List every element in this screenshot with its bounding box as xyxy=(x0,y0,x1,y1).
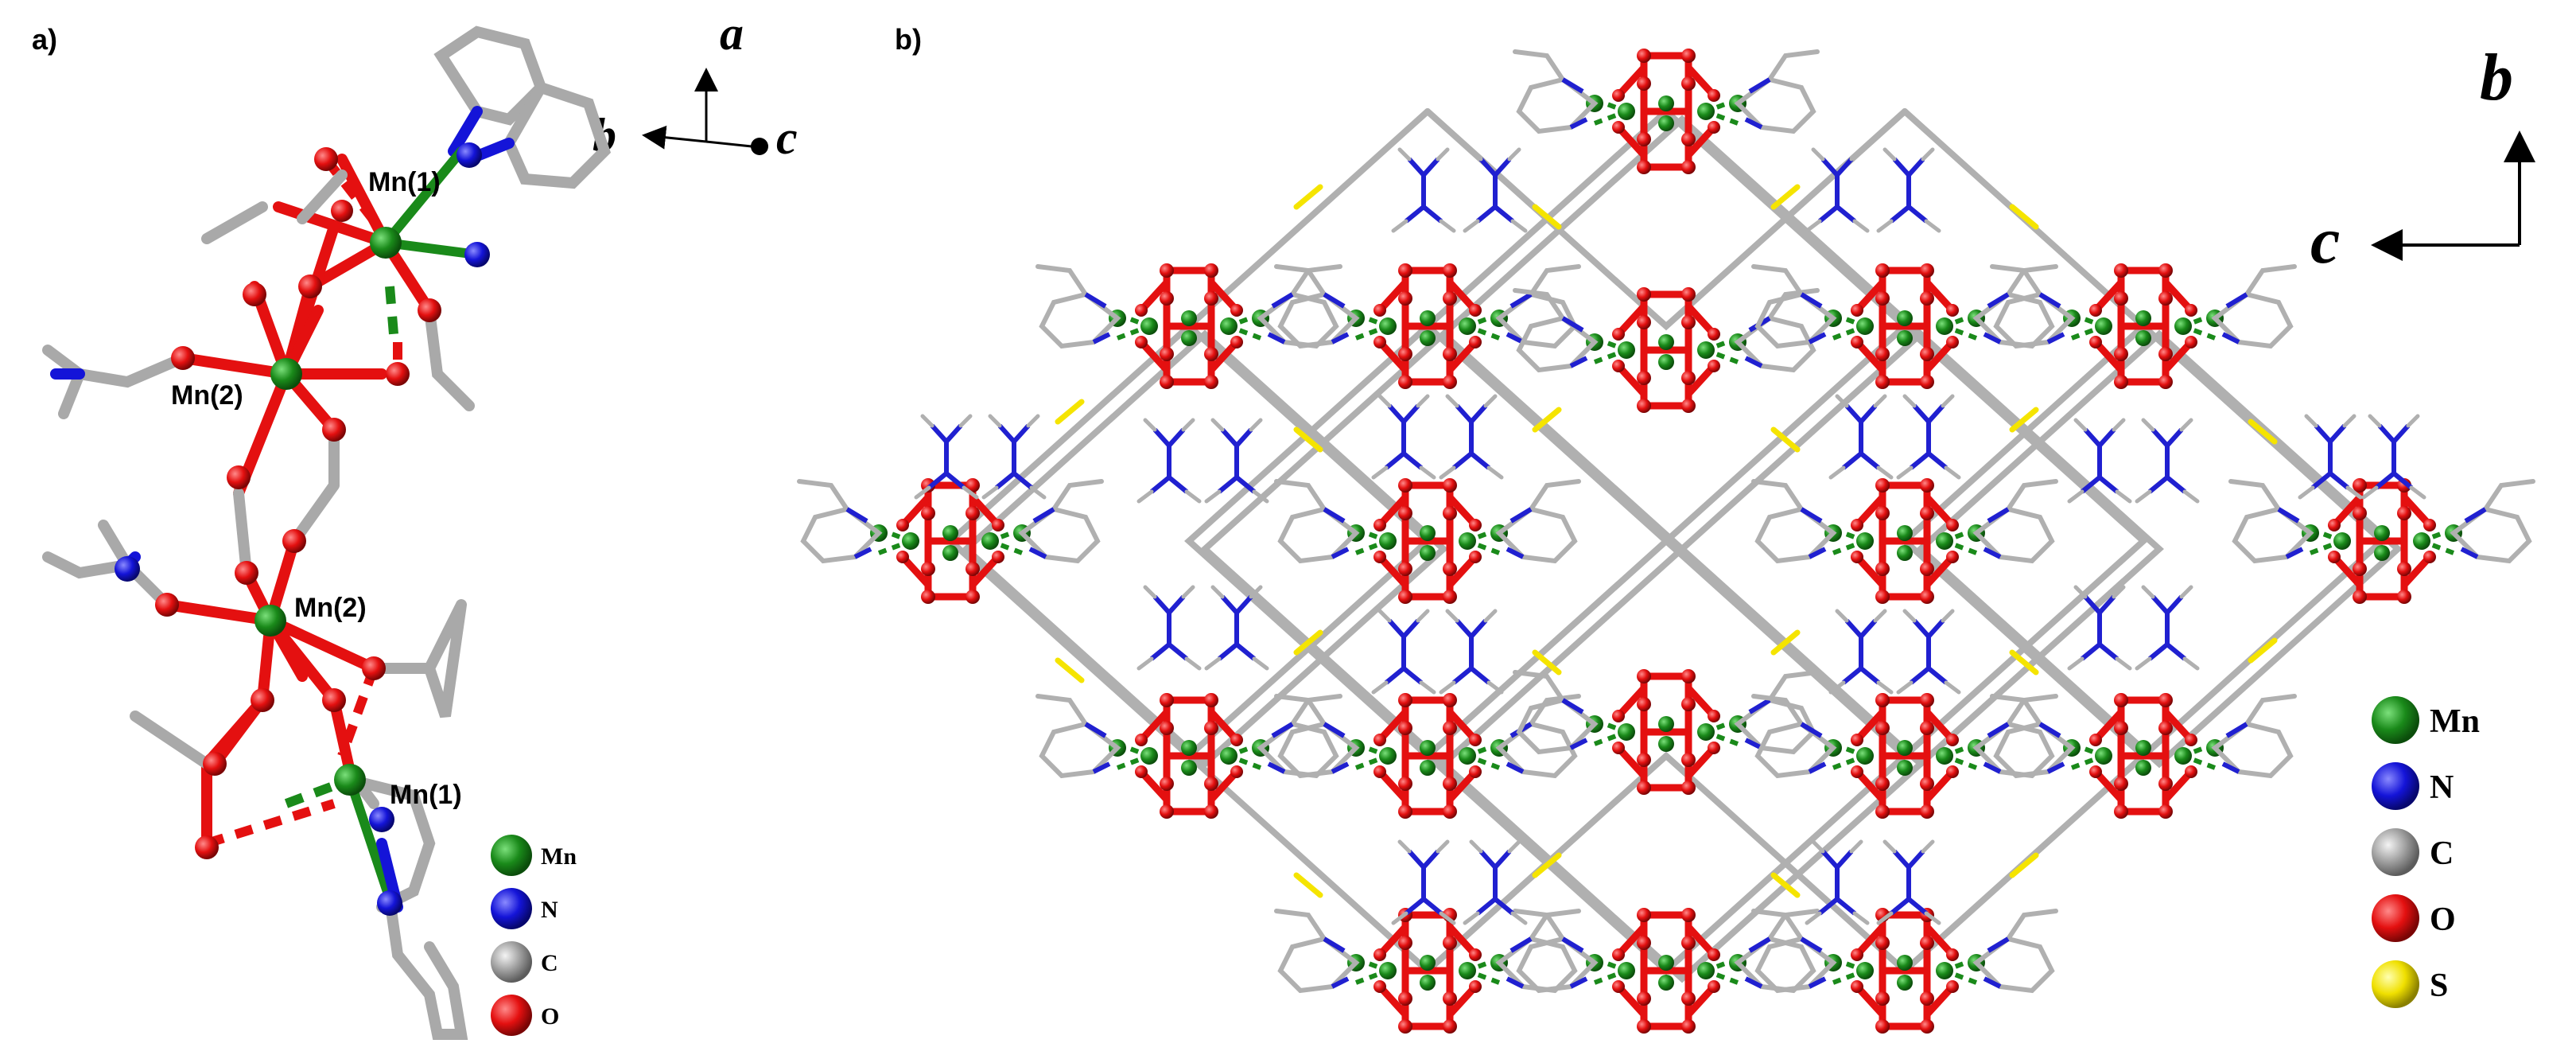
axis-c-label-net: c xyxy=(2310,204,2340,278)
legend-a-c-sphere xyxy=(491,941,532,983)
legend-b-c-label: C xyxy=(2430,835,2454,872)
legend-a-c-label: C xyxy=(541,950,558,976)
legend-a-mn-sphere xyxy=(491,835,532,876)
legend-b-mn-sphere xyxy=(2372,696,2419,744)
panel-a: a) a b c xyxy=(32,7,798,1040)
legend-b-s-label: S xyxy=(2430,968,2448,1004)
legend-b-s-sphere xyxy=(2372,960,2419,1008)
atom-label-mn2-lower: Mn(2) xyxy=(294,593,367,623)
panel-b-framework xyxy=(799,49,2533,1034)
panel-b-label: b) xyxy=(895,23,922,56)
panel-b-axis-indicator: b c xyxy=(2310,41,2535,278)
legend-a-n-sphere xyxy=(491,888,532,929)
legend-a-mn-label: Mn xyxy=(541,843,577,870)
legend-a-o-sphere xyxy=(491,995,532,1036)
axis-b-label-net: b xyxy=(2480,41,2513,115)
legend-a-n-label: N xyxy=(541,897,558,923)
panel-a-label: a) xyxy=(32,23,57,56)
legend-b-mn-label: Mn xyxy=(2430,703,2480,740)
legend-b-o-sphere xyxy=(2372,894,2419,942)
panel-a-legend: Mn N C O xyxy=(491,835,577,1036)
axis-a-label: a xyxy=(720,7,744,60)
panel-b-legend: Mn N C O S xyxy=(2372,696,2480,1008)
axis-c-label: c xyxy=(776,111,798,164)
atom-label-mn1-top: Mn(1) xyxy=(368,167,441,197)
legend-b-n-sphere xyxy=(2372,762,2419,810)
panel-b: b) b c xyxy=(799,23,2533,1034)
legend-b-n-label: N xyxy=(2430,769,2454,806)
legend-a-o-label: O xyxy=(541,1003,559,1030)
legend-b-o-label: O xyxy=(2430,901,2456,938)
panel-a-axis-indicator: a b c xyxy=(593,7,798,164)
atom-label-mn2-upper: Mn(2) xyxy=(171,380,243,411)
legend-b-c-sphere xyxy=(2372,828,2419,876)
atom-label-mn1-bottom: Mn(1) xyxy=(390,780,462,810)
panel-a-molecule xyxy=(42,25,612,1040)
